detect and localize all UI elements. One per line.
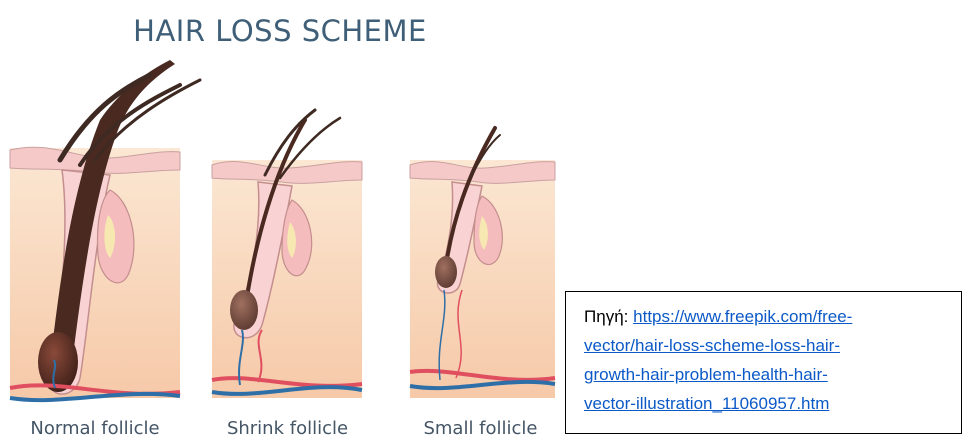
source-link-line: growth-hair-problem-health-hair- — [584, 365, 828, 384]
hair-bulb — [435, 256, 457, 288]
source-box: Πηγή: https://www.freepik.com/free- vect… — [565, 291, 962, 434]
source-link-line: vector/hair-loss-scheme-loss-hair- — [584, 336, 840, 355]
caption-normal-follicle: Normal follicle — [10, 418, 180, 439]
small-follicle — [410, 128, 555, 398]
caption-small-follicle: Small follicle — [403, 418, 558, 439]
source-link-line: https://www.freepik.com/free- — [633, 307, 852, 326]
hair-bulb — [38, 332, 78, 392]
source-link-line: vector-illustration_11060957.htm — [584, 394, 829, 413]
caption-shrink-follicle: Shrink follicle — [205, 418, 370, 439]
normal-follicle — [10, 60, 200, 400]
shrink-follicle — [212, 110, 362, 398]
source-label: Πηγή: — [584, 307, 628, 326]
hair-loss-illustration — [0, 0, 560, 441]
hair-bulb — [230, 290, 258, 330]
